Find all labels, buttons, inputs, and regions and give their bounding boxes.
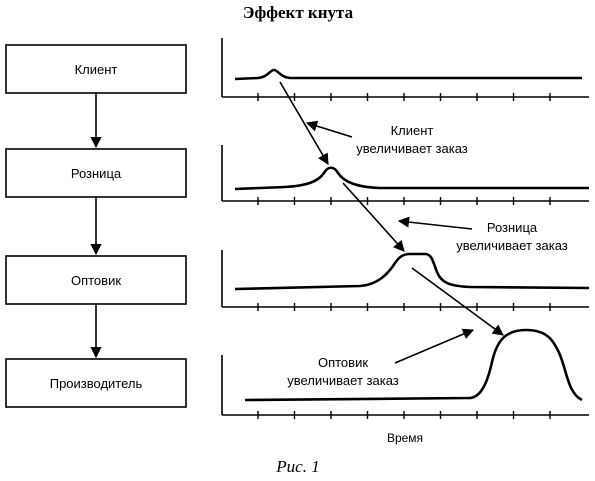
stage-label-client: Клиент <box>75 62 118 77</box>
x-axis-label: Время <box>387 431 423 445</box>
curve-client <box>234 68 582 81</box>
axes-group <box>221 38 589 419</box>
diagram-title: Эффект кнута <box>243 3 354 22</box>
annotation-client-line1: Клиент <box>391 123 434 138</box>
stage-label-retail: Розница <box>71 166 122 181</box>
propagation-arrow-3 <box>411 267 504 336</box>
annotation-wholesaler-line1: Оптовик <box>318 355 368 370</box>
stage-box-manufacturer: Производитель <box>5 358 187 408</box>
stage-label-manufacturer: Производитель <box>50 376 143 391</box>
stage-box-wholesaler: Оптовик <box>5 255 187 305</box>
annotation-retail-line2: увеличивает заказ <box>456 238 568 253</box>
propagation-arrow-2 <box>342 182 405 252</box>
annotation-arrow-client <box>305 120 353 138</box>
curve-manufacturer <box>244 328 583 402</box>
propagation-arrow-1 <box>279 81 329 165</box>
annotation-client-line2: увеличивает заказ <box>356 141 468 156</box>
annotation-arrow-wholesaler <box>394 328 475 364</box>
stage-box-client: Клиент <box>5 44 187 94</box>
stage-label-wholesaler: Оптовик <box>71 273 121 288</box>
curve-wholesaler <box>234 252 590 291</box>
annotation-retail-line1: Розница <box>487 220 538 235</box>
figure-caption: Рис. 1 <box>275 457 319 476</box>
stage-box-retail: Розница <box>5 148 187 198</box>
annotation-wholesaler-line2: увеличивает заказ <box>287 373 399 388</box>
curve-retail <box>234 166 589 191</box>
annotation-arrow-retail <box>397 216 473 230</box>
